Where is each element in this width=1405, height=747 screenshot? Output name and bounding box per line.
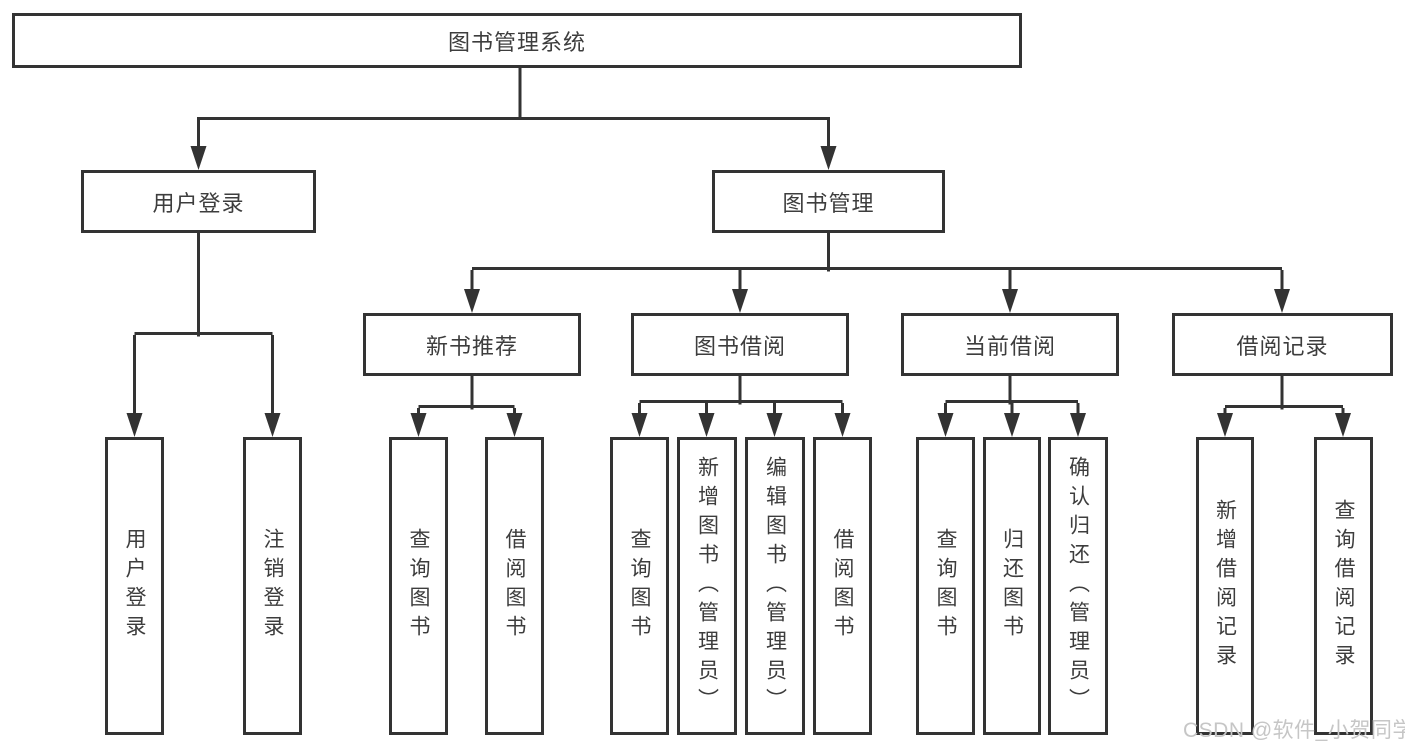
node-label: 用户登录 xyxy=(152,190,245,216)
node-book-management: 图书管理 xyxy=(712,170,945,233)
connector-path xyxy=(133,68,1345,420)
node-new-book-recommend: 新书推荐 xyxy=(363,313,581,376)
node-label: 查询图书 xyxy=(934,528,957,644)
leaf-edit-book-admin: 编辑图书（管理员） xyxy=(745,437,805,735)
leaf-user-login: 用户登录 xyxy=(105,437,164,735)
leaf-confirm-return-admin: 确认归还（管理员） xyxy=(1048,437,1108,735)
node-library-system: 图书管理系统 xyxy=(12,13,1022,68)
leaf-borrow-book-borrowing: 借阅图书 xyxy=(813,437,872,735)
leaf-query-book-borrowing: 查询图书 xyxy=(610,437,669,735)
node-label: 借阅图书 xyxy=(503,528,526,644)
leaf-add-borrow-record: 新增借阅记录 xyxy=(1196,437,1254,735)
node-label: 借阅记录 xyxy=(1236,333,1329,359)
node-label: 注销登录 xyxy=(261,528,284,644)
leaf-logout: 注销登录 xyxy=(243,437,302,735)
node-label: 查询图书 xyxy=(628,528,651,644)
leaf-return-book: 归还图书 xyxy=(983,437,1041,735)
node-label: 查询图书 xyxy=(407,528,430,644)
node-label: 图书借阅 xyxy=(693,333,786,359)
leaf-query-book-recommend: 查询图书 xyxy=(389,437,448,735)
node-label: 新增图书（管理员） xyxy=(695,455,719,717)
leaf-borrow-book-recommend: 借阅图书 xyxy=(485,437,544,735)
node-label: 编辑图书（管理员） xyxy=(763,455,787,717)
node-book-borrowing: 图书借阅 xyxy=(631,313,849,376)
node-label: 借阅图书 xyxy=(831,528,854,644)
node-label: 当前借阅 xyxy=(963,333,1056,359)
node-label: 用户登录 xyxy=(123,528,146,644)
leaf-query-book-current: 查询图书 xyxy=(916,437,975,735)
csdn-watermark: CSDN @软件_小贺同学 xyxy=(1183,719,1405,742)
node-label: 确认归还（管理员） xyxy=(1066,455,1090,717)
node-label: 查询借阅记录 xyxy=(1332,499,1355,673)
node-user-login: 用户登录 xyxy=(81,170,316,233)
node-label: 归还图书 xyxy=(1000,528,1024,644)
node-current-borrowing: 当前借阅 xyxy=(901,313,1119,376)
node-label: 新书推荐 xyxy=(425,333,518,359)
leaf-query-borrow-record: 查询借阅记录 xyxy=(1314,437,1373,735)
node-label: 图书管理系统 xyxy=(447,29,586,55)
node-borrow-records: 借阅记录 xyxy=(1172,313,1393,376)
leaf-add-book-admin: 新增图书（管理员） xyxy=(677,437,737,735)
node-label: 新增借阅记录 xyxy=(1213,499,1237,673)
node-label: 图书管理 xyxy=(782,190,875,216)
